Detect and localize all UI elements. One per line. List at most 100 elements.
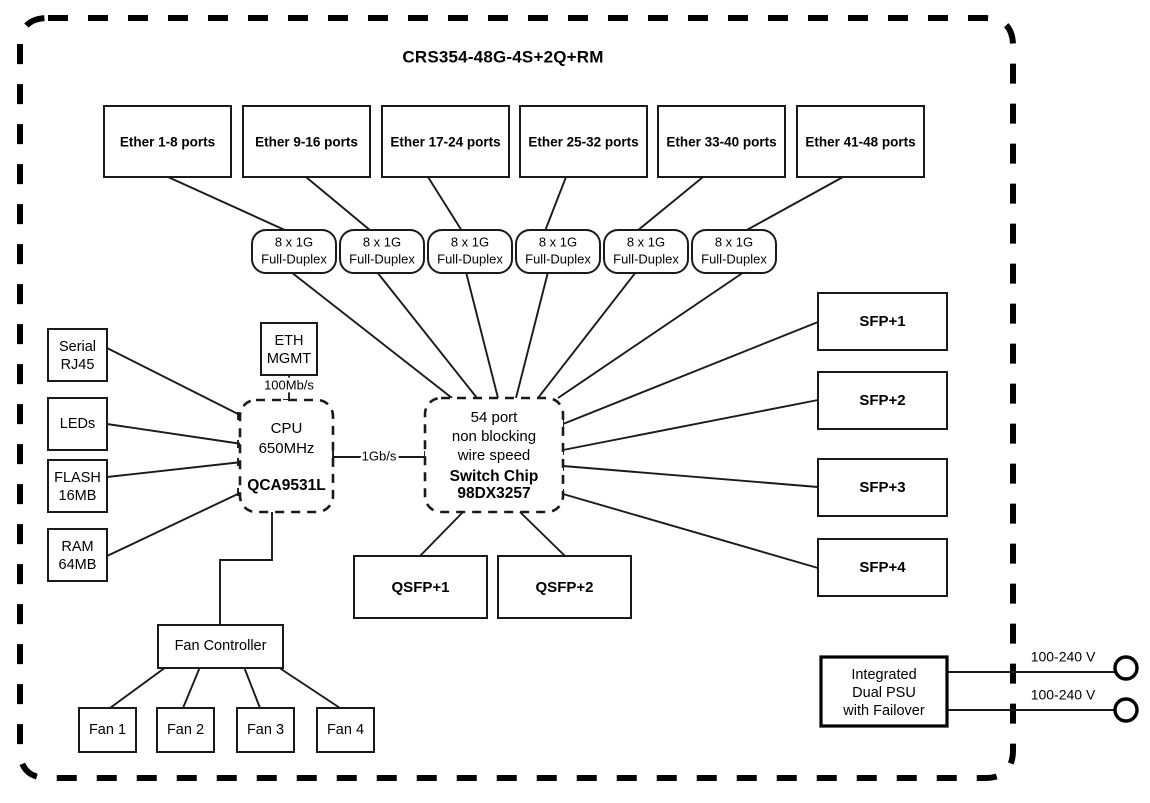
ram-box[interactable] (47, 528, 108, 582)
phy-rect-1[interactable] (251, 229, 337, 274)
fan-label-2: Fan 2 (167, 722, 204, 738)
page-title: CRS354-48G-4S+2Q+RM (402, 47, 603, 66)
qsfp-box-1[interactable] (353, 555, 488, 619)
ether-box-1[interactable] (103, 105, 232, 178)
phy-block-6[interactable]: 8 x 1G Full-Duplex (691, 229, 777, 274)
leds-box[interactable] (47, 397, 108, 451)
cpu-chip-outline[interactable] (238, 398, 335, 514)
phy-block-3[interactable]: 8 x 1G Full-Duplex (427, 229, 513, 274)
eth-mgmt-box[interactable] (260, 322, 318, 376)
phy-label-4-line1: 8 x 1G (539, 234, 577, 249)
switch-chip-part-number: 98DX3257 (457, 485, 530, 502)
phy-label-5-line2: Full-Duplex (613, 251, 679, 266)
phy-rect-3[interactable] (427, 229, 513, 274)
fan-controller-box[interactable] (157, 624, 284, 669)
psu-box[interactable] (819, 655, 949, 728)
sfp-label-2: SFP+2 (859, 392, 905, 409)
flash-box[interactable] (47, 459, 108, 513)
fan-1[interactable]: Fan 1 (78, 707, 137, 753)
phy-block-2[interactable]: 8 x 1G Full-Duplex (339, 229, 425, 274)
link-serial-cpu (106, 347, 243, 417)
fan-3[interactable]: Fan 3 (236, 707, 295, 753)
fan-box-3[interactable] (236, 707, 295, 753)
sfp-port-3[interactable]: SFP+3 (817, 458, 948, 517)
sfp-box-1[interactable] (817, 292, 948, 351)
peripheral-leds[interactable]: LEDs (47, 397, 108, 451)
phy-block-1[interactable]: 8 x 1G Full-Duplex (251, 229, 337, 274)
switch-to-sfp-links (562, 321, 819, 569)
ether-label-1: Ether 1-8 ports (120, 135, 215, 150)
fan-4[interactable]: Fan 4 (316, 707, 375, 753)
ether-box-3[interactable] (381, 105, 510, 178)
fan-2[interactable]: Fan 2 (156, 707, 215, 753)
power-connector-1[interactable] (1113, 655, 1139, 681)
sfp-port-2[interactable]: SFP+2 (817, 371, 948, 430)
phy-label-3-line2: Full-Duplex (437, 251, 503, 266)
link-switch-sfp3 (562, 465, 819, 488)
link-fanctrl-fan2 (182, 666, 201, 709)
phy-rect-2[interactable] (339, 229, 425, 274)
phy-label-3-line1: 8 x 1G (451, 234, 489, 249)
ether-port-group-2[interactable]: Ether 9-16 ports (242, 105, 371, 178)
cpu-block[interactable]: CPU 650MHz QCA9531L (238, 398, 335, 514)
fan-box-2[interactable] (156, 707, 215, 753)
sfp-label-3: SFP+3 (859, 479, 905, 496)
phy-label-4-line2: Full-Duplex (525, 251, 591, 266)
serial-rj45-box[interactable] (47, 328, 108, 382)
phy-label-1-line2: Full-Duplex (261, 251, 327, 266)
fan-controller-block[interactable]: Fan Controller (157, 624, 284, 669)
phy-block-4[interactable]: 8 x 1G Full-Duplex (515, 229, 601, 274)
link-phy3-switch (465, 271, 499, 399)
switch-chip-block[interactable]: 54 port non blocking wire speed Switch C… (423, 396, 565, 514)
psu-line1: Integrated (851, 667, 916, 683)
psu-line2: Dual PSU (852, 685, 916, 701)
fan-label-4: Fan 4 (327, 722, 364, 738)
ether-to-phy-links (167, 176, 844, 232)
switch-chip-outline[interactable] (423, 396, 565, 514)
power-connector-2[interactable] (1113, 697, 1139, 723)
phy-label-5-line1: 8 x 1G (627, 234, 665, 249)
peripheral-flash[interactable]: FLASH 16MB (47, 459, 108, 513)
ether-box-4[interactable] (519, 105, 648, 178)
sfp-port-4[interactable]: SFP+4 (817, 538, 948, 597)
link-ram-cpu (106, 491, 243, 557)
sfp-label-1: SFP+1 (859, 313, 905, 330)
eth-mgmt-block[interactable]: ETH MGMT 100Mb/s (260, 322, 318, 401)
qsfp-port-1[interactable]: QSFP+1 (353, 555, 488, 619)
ether-box-6[interactable] (796, 105, 925, 178)
cpu-part-number: QCA9531L (247, 477, 325, 494)
serial-rj45-line1: Serial (59, 339, 96, 355)
peripheral-ram[interactable]: RAM 64MB (47, 528, 108, 582)
link-fanctrl-fan4 (277, 666, 341, 709)
sfp-box-2[interactable] (817, 371, 948, 430)
flash-line2: 16MB (59, 488, 97, 504)
cpu-switch-speed-label: 1Gb/s (362, 448, 397, 463)
phy-rect-4[interactable] (515, 229, 601, 274)
link-phy2-switch (376, 271, 478, 399)
phy-rect-6[interactable] (691, 229, 777, 274)
ether-box-5[interactable] (657, 105, 786, 178)
qsfp-port-2[interactable]: QSFP+2 (497, 555, 632, 619)
psu-block[interactable]: Integrated Dual PSU with Failover (819, 655, 949, 728)
link-phy4-switch (515, 271, 549, 399)
ram-line1: RAM (61, 539, 93, 555)
sfp-box-3[interactable] (817, 458, 948, 517)
sfp-port-1[interactable]: SFP+1 (817, 292, 948, 351)
ether-port-group-3[interactable]: Ether 17-24 ports (381, 105, 510, 178)
qsfp-box-2[interactable] (497, 555, 632, 619)
phy-block-5[interactable]: 8 x 1G Full-Duplex (603, 229, 689, 274)
ether-port-group-6[interactable]: Ether 41-48 ports (796, 105, 925, 178)
ether-port-group-1[interactable]: Ether 1-8 ports (103, 105, 232, 178)
fan-box-4[interactable] (316, 707, 375, 753)
ether-box-2[interactable] (242, 105, 371, 178)
ether-port-group-4[interactable]: Ether 25-32 ports (519, 105, 648, 178)
phy-label-2-line2: Full-Duplex (349, 251, 415, 266)
ether-port-group-5[interactable]: Ether 33-40 ports (657, 105, 786, 178)
fan-box-1[interactable] (78, 707, 137, 753)
phy-rect-5[interactable] (603, 229, 689, 274)
fan-label-1: Fan 1 (89, 722, 126, 738)
cpu-line1: CPU (271, 420, 303, 437)
sfp-box-4[interactable] (817, 538, 948, 597)
peripheral-serial-rj45[interactable]: Serial RJ45 (47, 328, 108, 382)
